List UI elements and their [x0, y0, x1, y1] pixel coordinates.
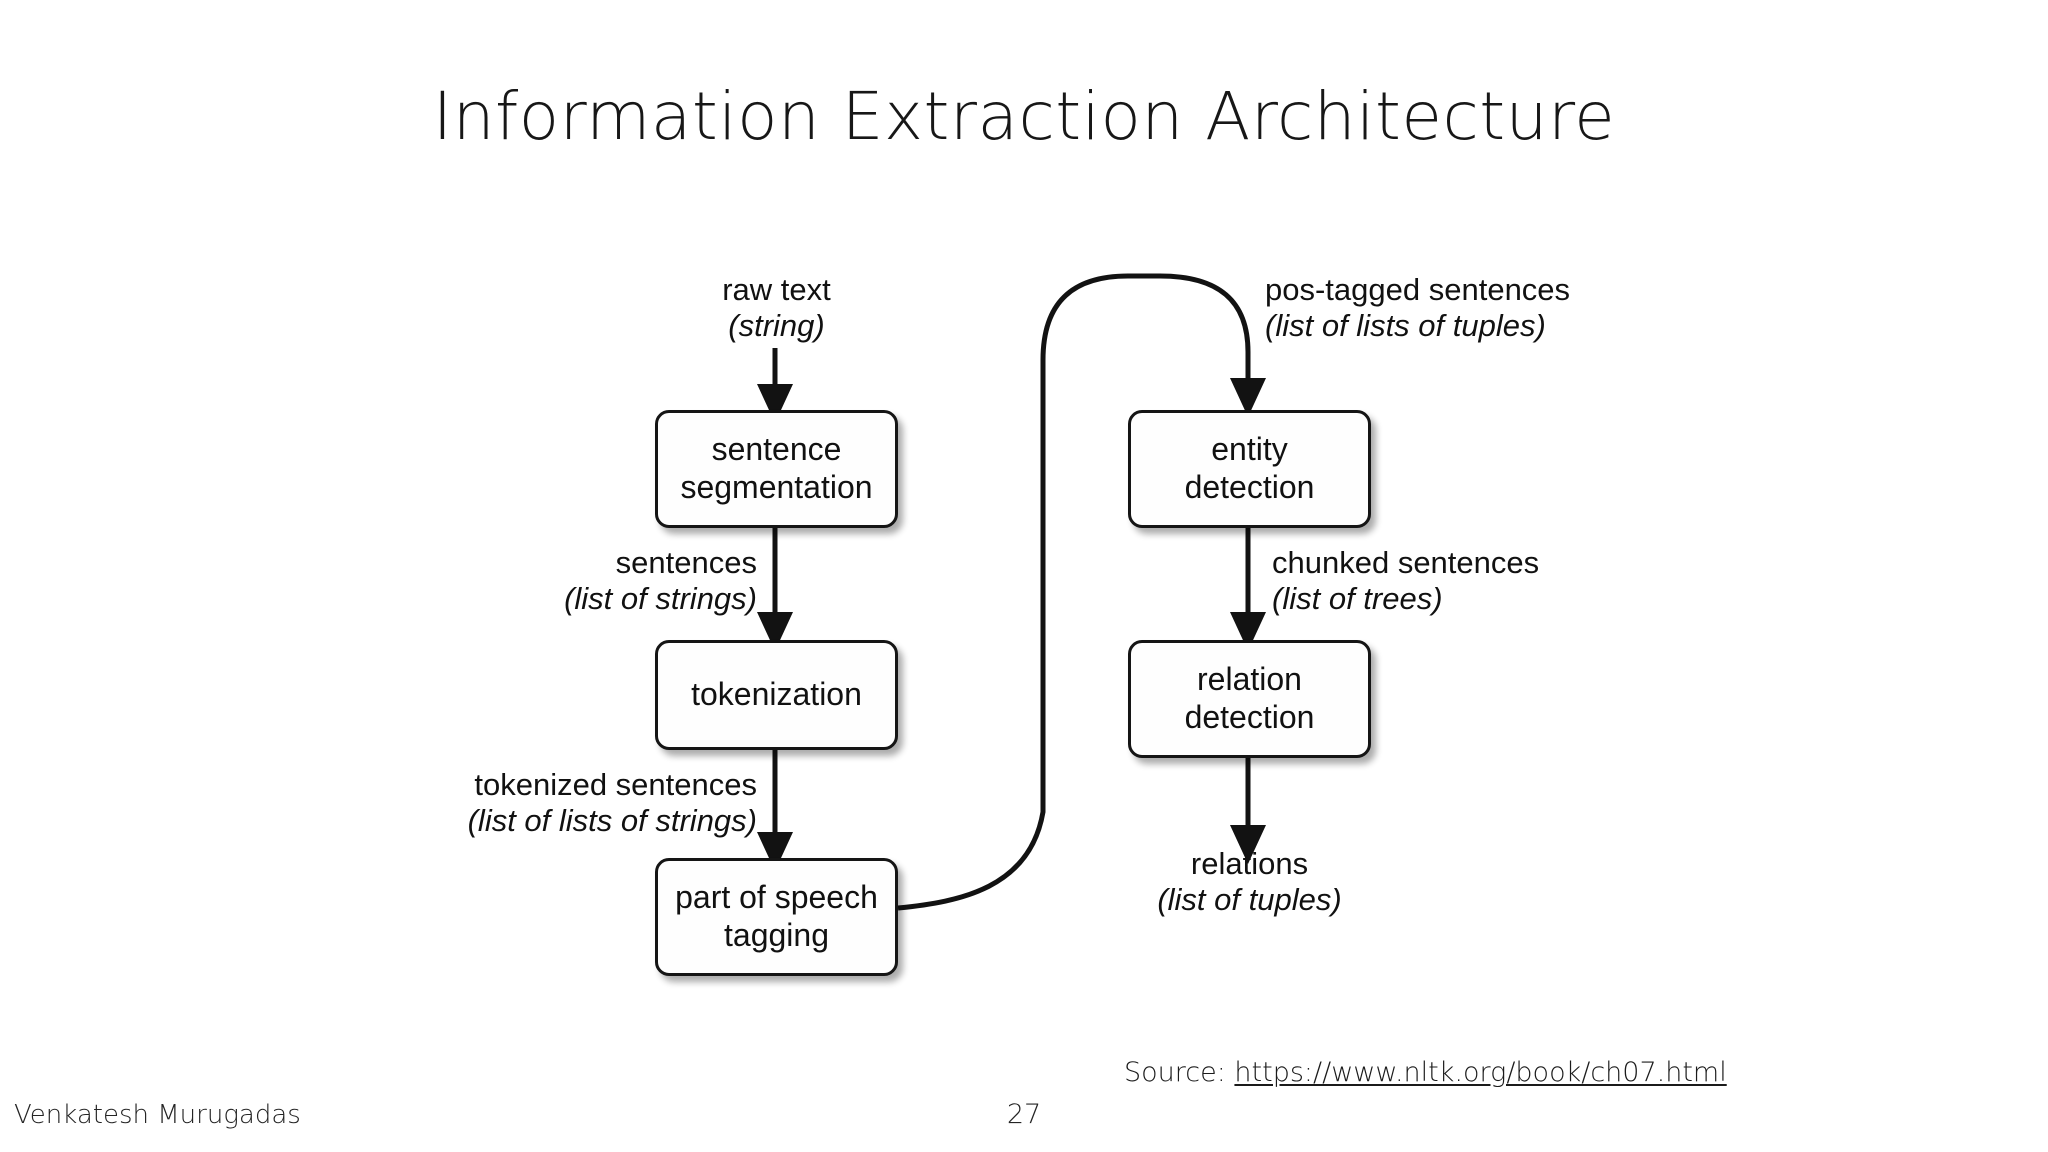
- edge-label-tokenized-sentences: tokenized sentences (list of lists of st…: [200, 767, 757, 840]
- edge-label-chunked-sentences: chunked sentences (list of trees): [1272, 545, 1792, 618]
- edge-label-raw-text-line1: raw text: [722, 272, 831, 307]
- source-url-link[interactable]: https://www.nltk.org/book/ch07.html: [1234, 1057, 1727, 1088]
- edge-label-pos-tagged-sentences-line2: (list of lists of tuples): [1265, 308, 1546, 344]
- node-tokenization[interactable]: tokenization: [655, 640, 898, 750]
- edge-label-sentences-line1: sentences: [615, 545, 757, 580]
- node-part-of-speech-tagging-label: part of speech tagging: [675, 879, 878, 953]
- edge-label-tokenized-sentences-line1: tokenized sentences: [474, 767, 757, 802]
- edge-label-sentences-line2: (list of strings): [564, 581, 757, 617]
- node-tokenization-label: tokenization: [691, 676, 862, 713]
- source-prefix-label: Source:: [1124, 1057, 1235, 1088]
- edge-pos-tagging-to-entity-detection: [897, 273, 1266, 911]
- edge-label-raw-text: raw text (string): [655, 272, 898, 345]
- edge-label-pos-tagged-sentences-line1: pos-tagged sentences: [1265, 272, 1571, 307]
- page-title: Information Extraction Architecture: [432, 78, 1616, 155]
- edge-label-sentences: sentences (list of strings): [320, 545, 757, 618]
- footer-page-number: 27: [1006, 1099, 1042, 1130]
- edge-label-pos-tagged-sentences: pos-tagged sentences (list of lists of t…: [1265, 272, 1825, 345]
- node-relation-detection[interactable]: relation detection: [1128, 640, 1371, 758]
- source-attribution: Source: https://www.nltk.org/book/ch07.h…: [1124, 1057, 1727, 1088]
- edge-label-tokenized-sentences-line2: (list of lists of strings): [467, 803, 757, 839]
- node-sentence-segmentation[interactable]: sentence segmentation: [655, 410, 898, 528]
- node-entity-detection-label: entity detection: [1184, 431, 1315, 505]
- edge-label-chunked-sentences-line1: chunked sentences: [1272, 545, 1540, 580]
- footer-author: Venkatesh Murugadas: [14, 1100, 301, 1130]
- edge-label-raw-text-line2: (string): [728, 308, 825, 344]
- edge-label-relations: relations (list of tuples): [1028, 846, 1471, 919]
- edge-label-chunked-sentences-line2: (list of trees): [1272, 581, 1443, 617]
- node-relation-detection-label: relation detection: [1184, 661, 1315, 735]
- node-part-of-speech-tagging[interactable]: part of speech tagging: [655, 858, 898, 976]
- node-entity-detection[interactable]: entity detection: [1128, 410, 1371, 528]
- edge-label-relations-line2: (list of tuples): [1157, 882, 1342, 918]
- edge-label-relations-line1: relations: [1190, 846, 1309, 881]
- node-sentence-segmentation-label: sentence segmentation: [680, 431, 873, 505]
